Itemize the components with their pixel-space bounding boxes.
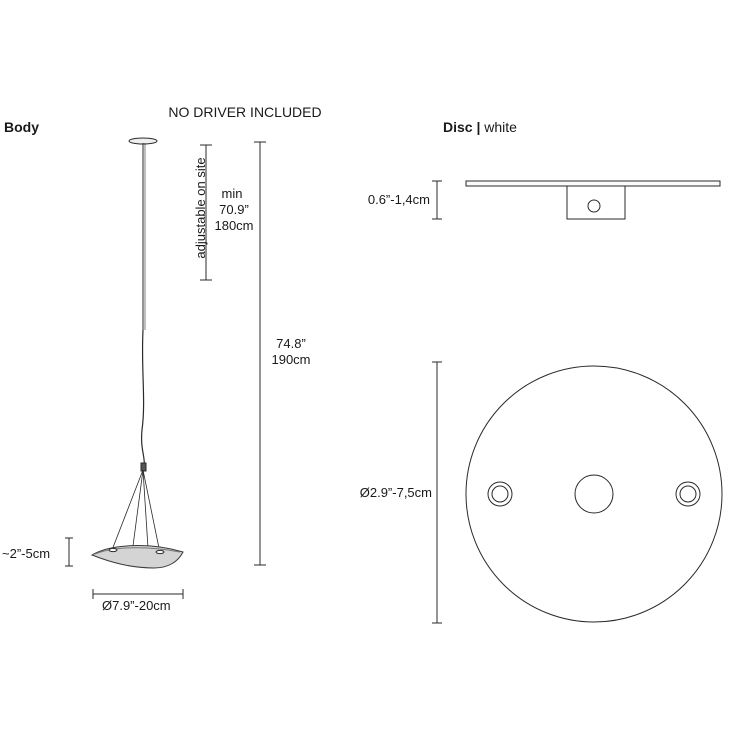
adjustable-label: adjustable on site <box>193 157 208 259</box>
power-cable <box>140 329 146 469</box>
disc-plate-top <box>465 365 723 623</box>
disc-screw-hole-right <box>675 481 701 507</box>
suspension-wire <box>142 469 149 549</box>
disc-plate-side <box>465 180 721 187</box>
suspension-wire <box>132 469 144 547</box>
disc-screw-hole-left <box>487 481 513 507</box>
disc-thickness-label: 0.6”-1,4cm <box>367 192 430 207</box>
disc-bracket <box>566 185 626 220</box>
min-prefix: min <box>221 186 243 201</box>
lamp-shade-top <box>94 547 181 555</box>
lamp-shade <box>90 545 184 569</box>
body-title: Body <box>4 119 39 135</box>
disc-title: Disc <box>443 119 473 135</box>
shade-clip <box>155 549 165 555</box>
suspension-wire <box>142 469 161 554</box>
disc-diameter-label: Ø2.9”-7,5cm <box>359 485 432 500</box>
disc-separator: | <box>476 119 481 135</box>
total-centimeters: 190cm <box>271 352 311 367</box>
disc-center-hole <box>574 474 614 514</box>
shade-diameter-label: Ø7.9”-20cm <box>102 598 171 613</box>
shade-height-label: ~2”-5cm <box>2 546 51 561</box>
disc-bracket-hole <box>587 199 601 213</box>
notice-text: NO DRIVER INCLUDED <box>168 104 322 120</box>
total-inches: 74.8” <box>276 336 306 351</box>
suspension-wire <box>111 469 144 551</box>
min-centimeters: 180cm <box>214 218 254 233</box>
shade-clip <box>108 547 118 553</box>
cable-hub <box>140 462 147 472</box>
min-inches: 70.9” <box>219 202 249 217</box>
disc-finish: white <box>484 119 517 135</box>
disc-title-group: Disc | white <box>443 119 517 135</box>
